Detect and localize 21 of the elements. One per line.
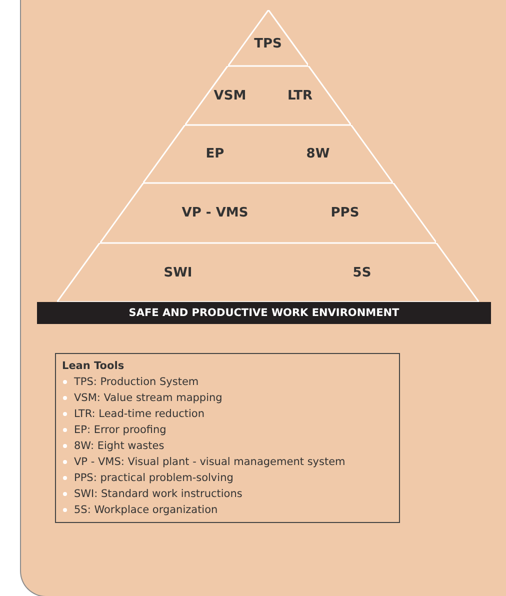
legend-item: 8W: Eight wastes [74, 440, 164, 452]
legend-box [55, 353, 400, 523]
legend-item: EP: Error proofing [74, 424, 166, 436]
legend-item: 5S: Workplace organization [74, 504, 218, 516]
abbreviation-text: 8W [306, 146, 330, 162]
abbreviation-text: TPS [254, 36, 282, 52]
abbreviation-text: 5S [352, 265, 372, 280]
legend-item: TPS: Production System [74, 376, 199, 388]
abbreviation-text: VSM [214, 88, 246, 103]
legend-heading: Lean Tools [62, 359, 126, 374]
foundation-bar: SAFE AND PRODUCTIVE WORK ENVIRONMENT [37, 302, 491, 324]
abbreviation-text: VP - VMS [182, 206, 248, 220]
legend-item: LTR: Lead-time reduction [74, 408, 204, 420]
abbreviation-text: PPS [330, 206, 360, 220]
abbreviation-text: SWI [164, 265, 192, 280]
legend-item: PPS: practical problem-solving [74, 472, 234, 484]
abbreviation-text: LTR [287, 88, 312, 103]
abbreviation-text: EP [206, 146, 224, 162]
legend-item: VP - VMS: Visual plant - visual management system [74, 456, 346, 468]
legend-item: VSM: Value stream mapping [74, 392, 222, 404]
legend-item: SWI: Standard work instructions [74, 488, 242, 500]
